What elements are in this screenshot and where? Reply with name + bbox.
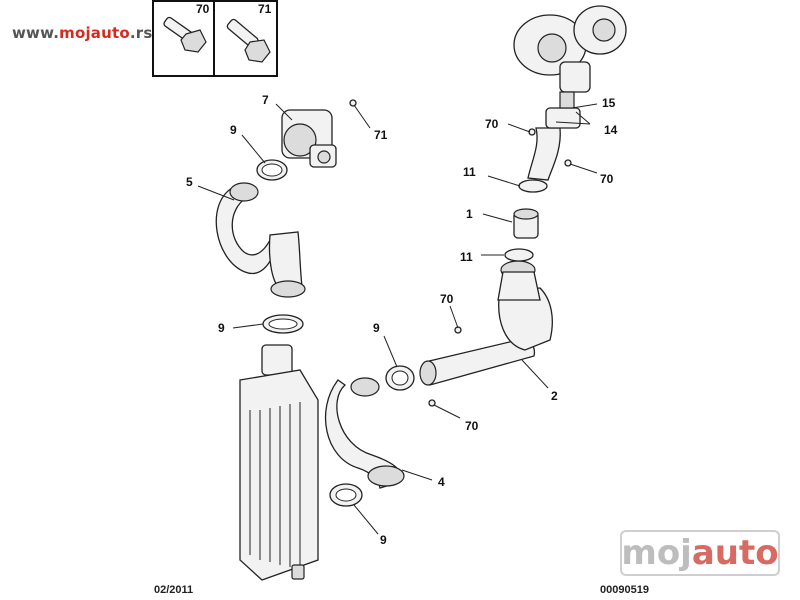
- fastener-inset: [152, 0, 278, 77]
- site-url[interactable]: www.mojauto.rs: [12, 24, 153, 42]
- clamp-9-mid: [262, 314, 304, 334]
- clamp-9-lower: [329, 483, 363, 507]
- bolt-71-icon: [226, 18, 271, 63]
- callout-9-lower: 9: [380, 533, 387, 547]
- callout-70-turbo-left: 70: [485, 117, 499, 131]
- watermark-text: mojauto: [620, 530, 780, 576]
- callout-9-mid: 9: [218, 321, 225, 335]
- hose-5: [215, 182, 306, 298]
- turbocharger: [513, 5, 627, 93]
- screw-70-lower: [428, 399, 436, 407]
- callout-7: 7: [262, 93, 269, 107]
- clamp-9-upper: [256, 159, 288, 181]
- screw-70-turbo-right: [564, 159, 572, 167]
- pipe-2: [419, 260, 553, 386]
- sleeve-1: [513, 208, 539, 239]
- intercooler: [239, 344, 319, 581]
- logo-part-a: moj: [621, 533, 692, 573]
- footer-ref: 00090519: [600, 584, 649, 596]
- clamp-11-upper: [518, 179, 548, 193]
- callout-9-pipe: 9: [373, 321, 380, 335]
- url-prefix: www.: [12, 24, 60, 42]
- callout-9-upper: 9: [230, 123, 237, 137]
- url-suffix: .rs: [129, 24, 153, 42]
- callout-14: 14: [604, 123, 618, 137]
- callout-2: 2: [551, 389, 558, 403]
- footer-date: 02/2011: [154, 584, 194, 596]
- callout-15: 15: [602, 96, 616, 110]
- logo-part-b: auto: [691, 533, 779, 573]
- turbo-outlet-elbow: [527, 91, 581, 181]
- callout-5: 5: [186, 175, 193, 189]
- callout-1: 1: [466, 207, 473, 221]
- clamp-9-pipe: [385, 365, 415, 391]
- hose-4: [324, 377, 405, 489]
- screw-71: [349, 99, 357, 107]
- clamp-11-lower: [504, 248, 534, 262]
- inset-divider: [213, 0, 215, 77]
- callout-71: 71: [374, 128, 388, 142]
- bolt-70-icon: [163, 16, 207, 53]
- watermark-frame: [620, 530, 780, 576]
- callout-11-lower: 11: [460, 250, 473, 264]
- callout-70-pipe-lower: 70: [465, 419, 479, 433]
- callout-4: 4: [438, 475, 445, 489]
- watermark-logo: mojauto: [620, 530, 780, 576]
- throttle-body-7: [281, 109, 337, 168]
- url-brand: mojauto: [59, 24, 130, 42]
- inset-label-71: 71: [258, 2, 272, 16]
- callout-70-turbo-right: 70: [600, 172, 614, 186]
- callout-70-pipe-upper: 70: [440, 292, 454, 306]
- inset-label-70: 70: [196, 2, 210, 16]
- callout-11-upper: 11: [463, 165, 476, 179]
